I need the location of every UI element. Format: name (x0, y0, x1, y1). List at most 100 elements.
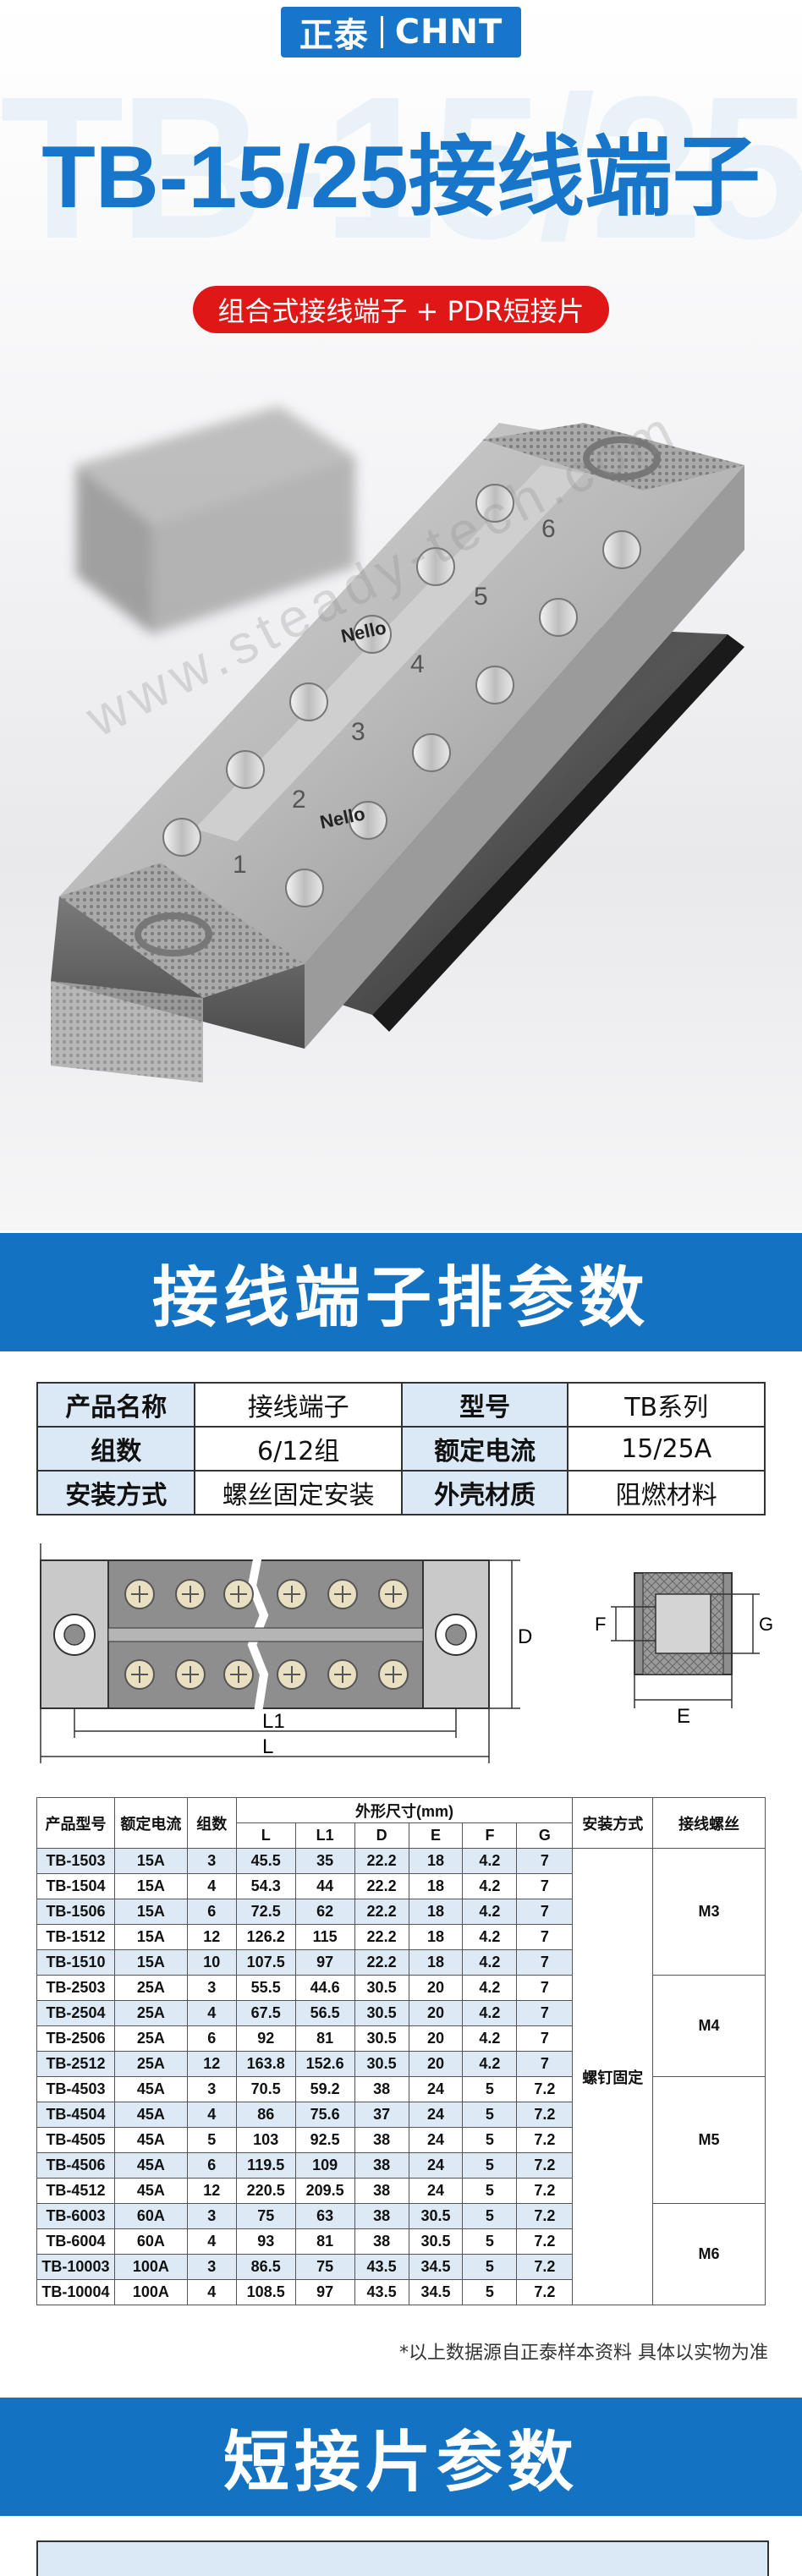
table-cell: 108.5 (235, 2279, 296, 2305)
table-cell: 115 (294, 1924, 355, 1950)
table-cell: 62 (294, 1899, 355, 1925)
table-cell: 75 (235, 2203, 296, 2229)
table-cell: 18 (408, 1949, 464, 1976)
table-cell: 6 (186, 2025, 237, 2052)
table-cell: 10 (186, 1949, 237, 1976)
table-cell: 5 (462, 2127, 518, 2153)
brand-cn: 正泰 (299, 16, 369, 55)
table-cell: 56.5 (294, 2000, 355, 2026)
table-cell: 7 (516, 2025, 574, 2052)
header-current: 额定电流 (113, 1797, 188, 1849)
table-cell: TB-10004 (36, 2279, 115, 2305)
table-cell: 20 (408, 1975, 464, 2001)
table-cell: 25A (113, 2051, 188, 2077)
table-cell: TB-1506 (36, 1899, 115, 1925)
table-cell: 45A (113, 2076, 188, 2102)
table-cell: 7.2 (516, 2178, 574, 2204)
table-cell: 34.5 (408, 2254, 464, 2280)
table-cell: 25A (113, 2025, 188, 2052)
table-cell: 4.2 (462, 1949, 518, 1976)
table-cell: TB-6004 (36, 2228, 115, 2255)
table-cell: TB-4512 (36, 2178, 115, 2204)
table-cell: 93 (235, 2228, 296, 2255)
table-cell: 7.2 (516, 2254, 574, 2280)
table-cell: 43.5 (354, 2279, 409, 2305)
header-F: F (462, 1822, 518, 1849)
table-cell: 24 (408, 2076, 464, 2102)
table-cell: 5 (462, 2203, 518, 2229)
table-cell: 4 (186, 2102, 237, 2128)
param-value: 螺丝固定安装 (194, 1470, 403, 1515)
table-cell: 7 (516, 1924, 574, 1950)
table-cell: 54.3 (235, 1873, 296, 1899)
param-key: 组数 (36, 1426, 196, 1472)
table-cell: 18 (408, 1873, 464, 1899)
table-cell: 3 (186, 1975, 237, 2001)
table-cell: 7 (516, 2051, 574, 2077)
dim-header-row: 产品型号 额定电流 组数 外形尺寸(mm) 安装方式 接线螺丝 (36, 1797, 766, 1849)
screw-size-cell: M4 (652, 1975, 766, 2077)
table-cell: 59.2 (294, 2076, 355, 2102)
section-banner-short-strip: 短接片参数 (0, 2398, 802, 2516)
table-cell: 5 (462, 2178, 518, 2204)
param-key: 外壳材质 (400, 1470, 569, 1515)
table-cell: 97 (294, 1949, 355, 1976)
table-cell: 24 (408, 2178, 464, 2204)
table-cell: 12 (186, 1924, 237, 1950)
table-cell: 18 (408, 1848, 464, 1874)
side-view: E F G (595, 1572, 773, 1728)
table-cell: 24 (408, 2152, 464, 2179)
terminal-block-illustration: Nello Nello 6 5 4 3 2 1 (51, 406, 744, 1082)
screw-size-cell: M5 (652, 2076, 766, 2204)
table-cell: TB-2506 (36, 2025, 115, 2052)
table-cell: 63 (294, 2203, 355, 2229)
table-cell: 12 (186, 2051, 237, 2077)
param-value: 接线端子 (194, 1382, 403, 1428)
dimension-drawing: L1 L D E F G (40, 1543, 773, 1763)
param-value: 15/25A (567, 1426, 766, 1472)
param-value: 阻燃材料 (567, 1470, 766, 1515)
table-cell: TB-4506 (36, 2152, 115, 2179)
table-cell: 22.2 (354, 1924, 409, 1950)
param-key: 安装方式 (36, 1470, 196, 1515)
table-cell: TB-4505 (36, 2127, 115, 2153)
dim-label-F: F (595, 1614, 606, 1635)
table-cell: 45A (113, 2178, 188, 2204)
table-cell: 44.6 (294, 1975, 355, 2001)
terminal-number: 4 (410, 650, 425, 678)
table-cell: 60A (113, 2203, 188, 2229)
dim-label-E: E (677, 1705, 690, 1728)
table-cell: 92.5 (294, 2127, 355, 2153)
table-cell: 4.2 (462, 1873, 518, 1899)
dim-label-L1: L1 (262, 1710, 285, 1733)
table-cell: 4.2 (462, 1924, 518, 1950)
table-cell: 15A (113, 1949, 188, 1976)
brand-separator (380, 16, 383, 48)
table-cell: 30.5 (354, 2000, 409, 2026)
table-cell: 5 (462, 2228, 518, 2255)
table-cell: 15A (113, 1873, 188, 1899)
table-cell: 72.5 (235, 1899, 296, 1925)
dim-label-L: L (262, 1735, 273, 1758)
table-cell: 163.8 (235, 2051, 296, 2077)
table-cell: 103 (235, 2127, 296, 2153)
table-cell: 20 (408, 2051, 464, 2077)
table-cell: 7 (516, 1949, 574, 1976)
header-E: E (408, 1822, 464, 1849)
table-cell: 24 (408, 2102, 464, 2128)
table-cell: 92 (235, 2025, 296, 2052)
header-screw: 接线螺丝 (652, 1797, 766, 1849)
table-cell: TB-1503 (36, 1848, 115, 1874)
table-cell: 119.5 (235, 2152, 296, 2179)
table-cell: 4 (186, 2279, 237, 2305)
table-cell: 18 (408, 1899, 464, 1925)
terminal-number: 1 (233, 851, 247, 879)
table-cell: 25A (113, 1975, 188, 2001)
table-cell: 86.5 (235, 2254, 296, 2280)
table-cell: TB-2503 (36, 1975, 115, 2001)
screw-size-cell: M3 (652, 1848, 766, 1976)
subtitle-pill: 组合式接线端子 + PDR短接片 (193, 286, 609, 333)
table-cell: 81 (294, 2228, 355, 2255)
